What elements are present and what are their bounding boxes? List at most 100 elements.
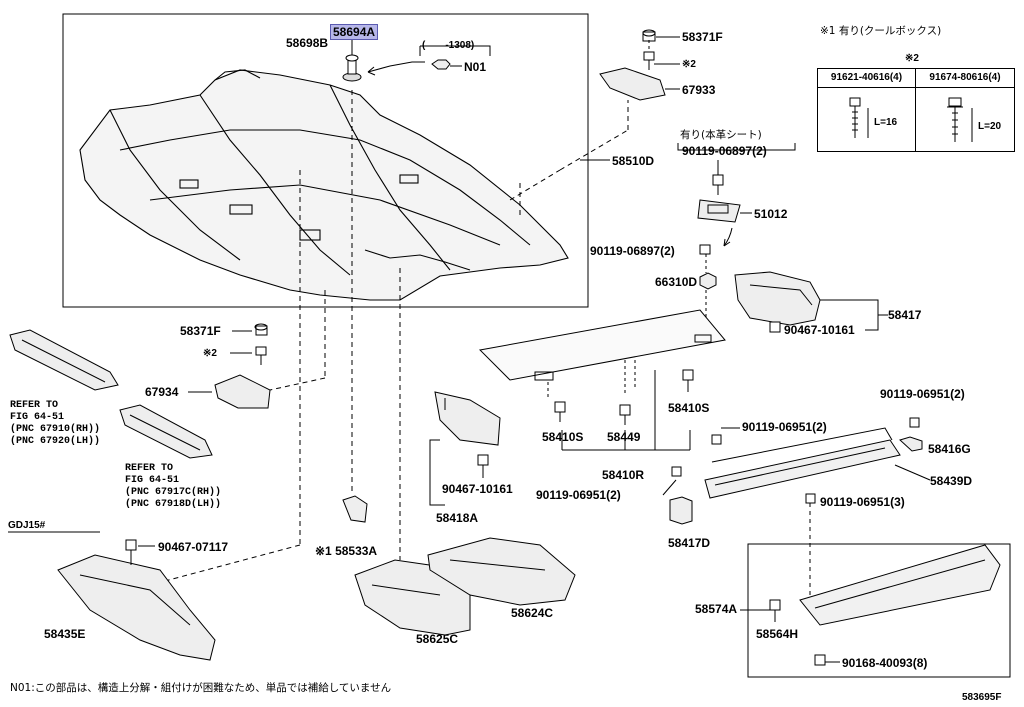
bolt-90168-40093 (814, 654, 826, 666)
bracket-58417D (669, 496, 693, 525)
note-cool-box: ※1 有り(クールボックス) (820, 25, 942, 37)
bolt-90467-07117 (125, 539, 137, 565)
col-91674: 91674-80616(4) (916, 69, 1014, 88)
bolt-90119-06951-m (711, 434, 722, 445)
part-58698B[interactable]: 58698B (286, 36, 329, 50)
part-90119-06951-right[interactable]: 90119-06951(2) (880, 387, 965, 401)
part-58410S-a[interactable]: 58410S (542, 430, 584, 444)
part-58624C[interactable]: 58624C (511, 606, 554, 620)
refer-a-line4: (PNC 67920(LH)) (10, 436, 101, 447)
clip-58533A (342, 495, 368, 523)
mark-2-left: ※2 (203, 348, 217, 359)
part-58417[interactable]: 58417 (888, 308, 922, 322)
scuff-plate-67917C (119, 404, 213, 459)
panel-58410R (478, 309, 726, 381)
part-58625C[interactable]: 58625C (416, 632, 459, 646)
note-leather-seat: 有り(本革シート) (680, 129, 762, 141)
bolt-58449 (619, 404, 631, 425)
part-58510D[interactable]: 58510D (612, 154, 655, 168)
cover-58417 (734, 271, 821, 326)
refer-a-line3: (PNC 67910(RH)) (10, 424, 101, 435)
refer-b-line1: REFER TO (125, 463, 174, 474)
legend-bolt-91674 (947, 97, 963, 142)
clip-58371F-top (642, 29, 656, 42)
bolt-90119-06897-mid (699, 244, 711, 255)
refer-note-67917C: REFER TO FIG 64-51 (PNC 67917C(RH)) (PNC… (125, 463, 221, 511)
length-20: L=20 (978, 121, 1002, 132)
part-58435E[interactable]: 58435E (44, 627, 86, 641)
cover-58624C (427, 537, 576, 606)
bolt-58410S-b (682, 369, 694, 392)
col-91621: 91621-40616(4) (818, 69, 916, 88)
part-90119-06951-mid[interactable]: 90119-06951(2) (742, 420, 827, 434)
cover-58435E (57, 554, 216, 661)
part-N01[interactable]: N01 (464, 60, 487, 74)
bolt-90119-06951-l (671, 466, 682, 477)
bracket-51012 (697, 199, 741, 223)
part-66310D[interactable]: 66310D (655, 275, 698, 289)
bolt-58410S-a (554, 401, 566, 422)
part-58574A[interactable]: 58574A (695, 602, 738, 616)
part-58371F-left[interactable]: 58371F (180, 324, 221, 338)
bolt-90119-06897-top (712, 174, 724, 195)
label-gdj15: GDJ15# (8, 520, 46, 531)
part-90168-40093[interactable]: 90168-40093(8) (842, 656, 928, 670)
refer-b-line3: (PNC 67917C(RH)) (125, 487, 222, 498)
refer-a-line2: FIG 64-51 (10, 412, 65, 423)
part-58439D[interactable]: 58439D (930, 474, 973, 488)
cover-58574A (799, 544, 1001, 626)
refer-note-67910: REFER TO FIG 64-51 (PNC 67910(RH)) (PNC … (10, 400, 100, 448)
mark-2-top: ※2 (682, 59, 696, 70)
refer-a-line1: REFER TO (10, 400, 59, 411)
part-67934[interactable]: 67934 (145, 385, 179, 399)
part-90119-06897-mid[interactable]: 90119-06897(2) (590, 244, 675, 258)
part-90119-06951-3[interactable]: 90119-06951(3) (820, 495, 905, 509)
part-range-1308: ( -1308) (422, 40, 475, 51)
bolt-58564H (769, 599, 781, 622)
clip-58371F-left (254, 323, 268, 336)
part-58449[interactable]: 58449 (607, 430, 641, 444)
part-58418A[interactable]: 58418A (436, 511, 479, 525)
bracket-58418A (434, 391, 501, 446)
part-58410S-b[interactable]: 58410S (668, 401, 710, 415)
part-90467-10161-center[interactable]: 90467-10161 (442, 482, 513, 496)
part-90467-10161-right[interactable]: 90467-10161 (784, 323, 855, 337)
part-58564H[interactable]: 58564H (756, 627, 799, 641)
part-58533A[interactable]: ※1 58533A (315, 544, 378, 558)
legend-mark-2: ※2 (905, 53, 919, 64)
part-58417D[interactable]: 58417D (668, 536, 711, 550)
rail-58439D (704, 427, 901, 499)
part-58371F-top[interactable]: 58371F (682, 30, 723, 44)
scuff-plate-67910 (9, 329, 119, 391)
bolt-90467-10161-right (769, 321, 781, 333)
part-90467-07117[interactable]: 90467-07117 (158, 540, 229, 554)
part-90119-06897-top[interactable]: 90119-06897(2) (682, 144, 767, 158)
footer-note-N01: N01:この部品は、構造上分解・組付けが困難なため、単品では補給していません (10, 682, 392, 694)
bolt-90467-10161-center (477, 454, 489, 478)
nut-N01 (431, 59, 451, 70)
cover-67933 (599, 67, 666, 101)
fastener-table: 91621-40616(4) 91674-80616(4) (817, 68, 1015, 152)
bolt-58416G (909, 417, 920, 428)
length-16: L=16 (874, 117, 898, 128)
part-58694A[interactable]: 58694A (330, 24, 379, 40)
part-58416G[interactable]: 58416G (928, 442, 971, 456)
cover-58625C (354, 559, 471, 636)
floor-carpet-drawing (79, 69, 569, 301)
bracket-58416G (899, 436, 923, 452)
nut-66310D (699, 272, 717, 290)
screw-2-top (643, 51, 655, 70)
bolt-90119-06951-3 (805, 493, 816, 504)
screw-2-left (255, 346, 267, 365)
part-58410R[interactable]: 58410R (602, 468, 645, 482)
legend-bolt-91621 (849, 97, 861, 138)
part-67933[interactable]: 67933 (682, 83, 716, 97)
clip-58694A (342, 54, 362, 82)
refer-b-line4: (PNC 67918D(LH)) (125, 499, 222, 510)
part-90119-06951-left[interactable]: 90119-06951(2) (536, 488, 621, 502)
cover-67934 (214, 374, 271, 409)
figure-id: 583695F (962, 692, 1002, 703)
refer-b-line2: FIG 64-51 (125, 475, 180, 486)
part-51012[interactable]: 51012 (754, 207, 788, 221)
